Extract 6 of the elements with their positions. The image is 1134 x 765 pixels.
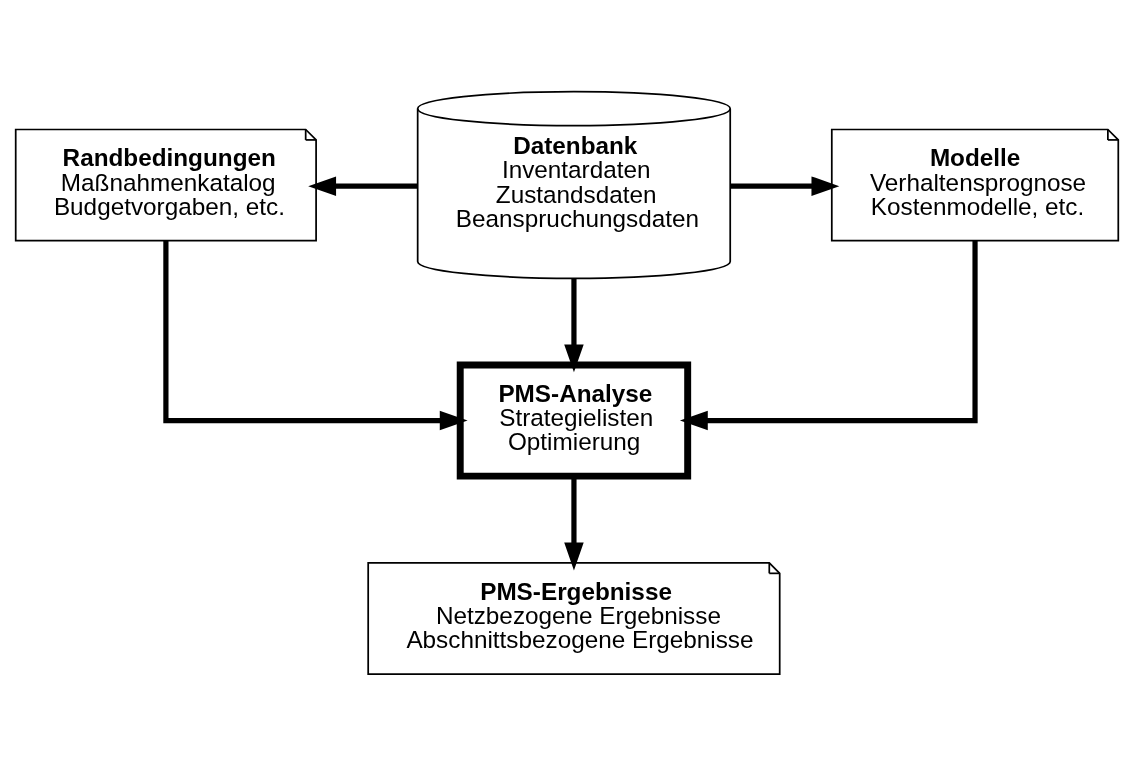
arrow xyxy=(679,240,978,430)
arrow xyxy=(730,175,840,196)
node-box: PMS-Analyse Strategielisten Optimierung xyxy=(456,361,692,480)
arrow xyxy=(163,240,468,430)
arrow xyxy=(564,278,584,372)
arrow xyxy=(308,175,418,196)
